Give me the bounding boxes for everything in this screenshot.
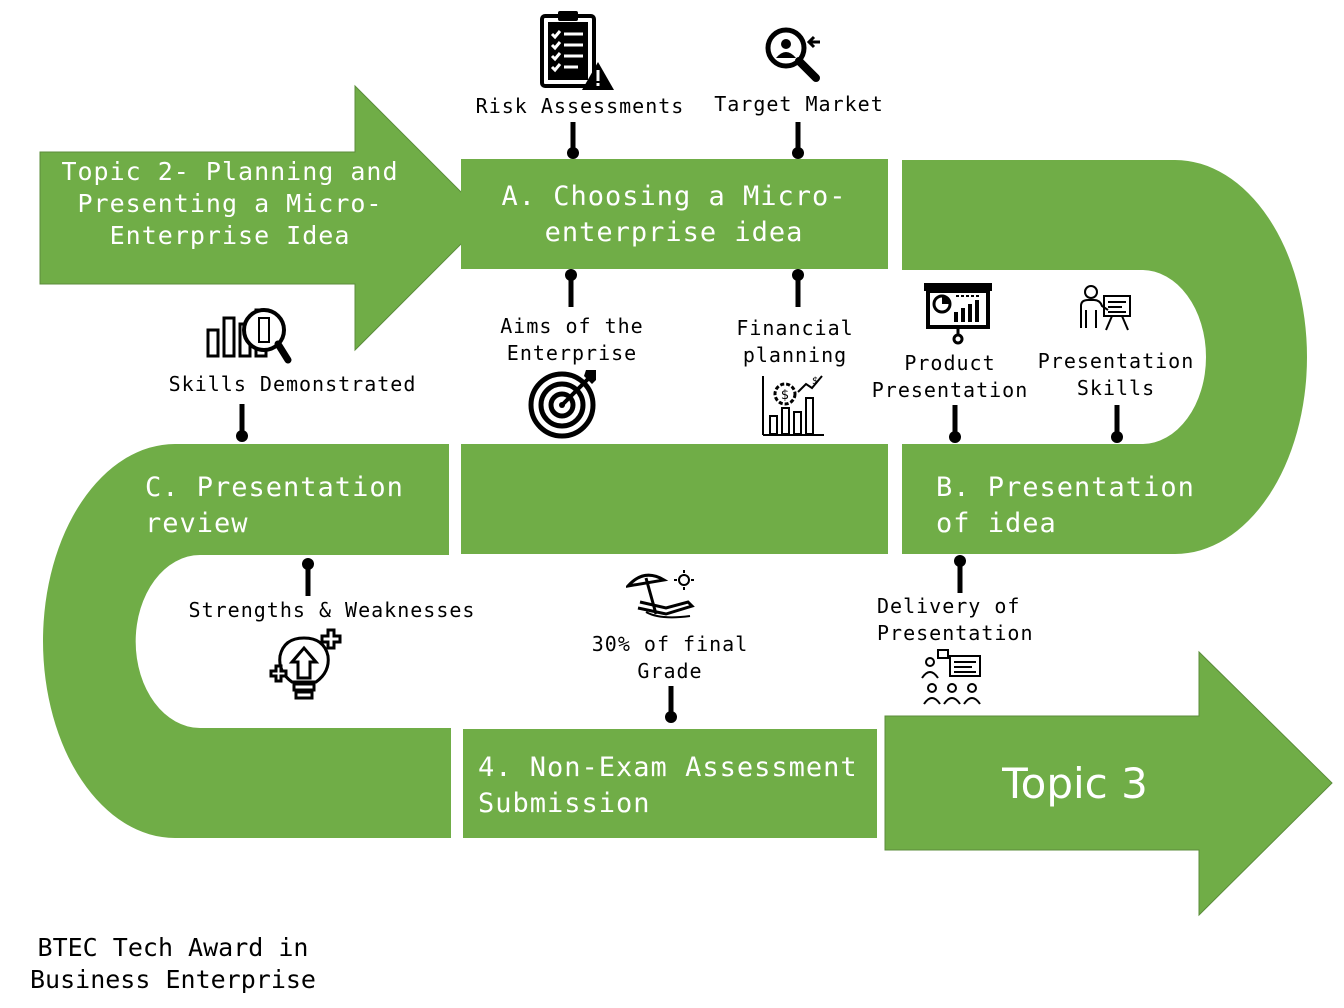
beach-umbrella-icon bbox=[626, 570, 695, 619]
svg-text:$: $ bbox=[781, 388, 789, 403]
label-risk-assessments: Risk Assessments bbox=[475, 94, 685, 118]
label-aims: Aims of the Enterprise bbox=[500, 314, 644, 365]
target-arrow-icon bbox=[528, 370, 596, 439]
label-target-market: Target Market bbox=[714, 92, 884, 116]
presenter-icon bbox=[1080, 285, 1131, 331]
footer-title: BTEC Tech Award in Business Enterprise bbox=[30, 933, 316, 994]
middle-band bbox=[461, 444, 888, 554]
chart-magnifier-icon bbox=[206, 308, 292, 364]
label-skills-demonstrated: Skills Demonstrated bbox=[168, 372, 417, 396]
magnifier-person-icon bbox=[765, 27, 820, 82]
label-strengths-weaknesses: Strengths & Weaknesses bbox=[188, 598, 476, 622]
stage-4-title: 4. Non-Exam Assessment Submission bbox=[478, 752, 858, 819]
label-presentation-skills: Presentation Skills bbox=[1037, 349, 1195, 400]
dollar-gear-chart-icon: $ $ bbox=[762, 375, 824, 436]
lightbulb-arrow-icon bbox=[269, 628, 342, 700]
label-financial: Financial planning bbox=[736, 316, 854, 367]
intro-arrow-shape bbox=[39, 84, 488, 352]
svg-text:$: $ bbox=[812, 376, 818, 387]
label-delivery: Delivery of Presentation bbox=[877, 594, 1034, 645]
intro-arrow-title: Topic 2- Planning and Presenting a Micro… bbox=[61, 157, 399, 250]
clipboard-warning-icon bbox=[540, 11, 614, 90]
stage-a-title: A. Choosing a Micro-enterprise idea bbox=[501, 181, 847, 248]
label-grade: 30% of final Grade bbox=[591, 632, 749, 683]
outro-arrow-shape bbox=[884, 650, 1333, 917]
audience-screen-icon bbox=[921, 649, 981, 705]
left-turn-band bbox=[43, 444, 451, 838]
stage-c-title: C. Presentation review bbox=[145, 472, 404, 539]
stage-4-band bbox=[463, 729, 877, 838]
stage-b-title: B. Presentation of idea bbox=[936, 472, 1195, 539]
label-product-presentation: Product Presentation bbox=[871, 351, 1029, 402]
presentation-board-chart-icon bbox=[924, 283, 992, 345]
right-turn-band bbox=[902, 160, 1307, 554]
stage-a-band bbox=[461, 159, 888, 269]
outro-arrow-title: Topic 3 bbox=[1002, 759, 1148, 808]
